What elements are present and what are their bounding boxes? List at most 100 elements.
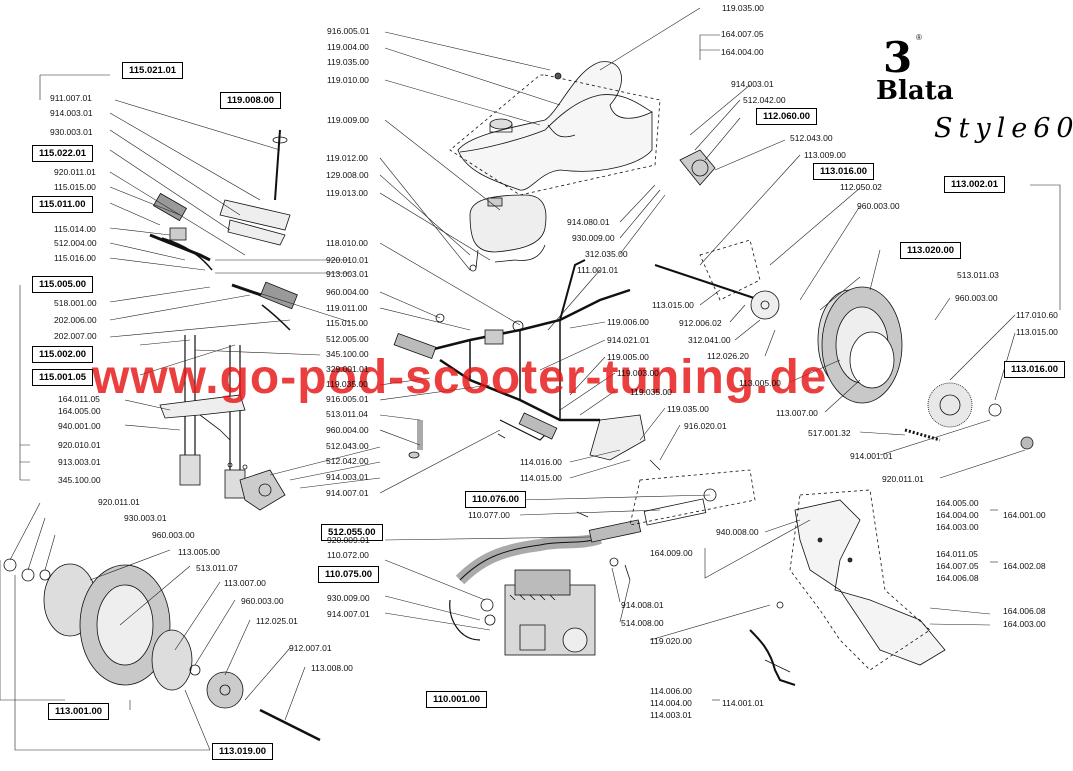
part-label: 920.011.01 xyxy=(54,167,96,177)
part-label: 513.011.03 xyxy=(957,270,999,280)
part-label: 914.021.01 xyxy=(607,335,650,345)
part-label-box: 110.001.00 xyxy=(426,691,488,708)
part-label: 119.003.00 xyxy=(617,368,659,378)
part-label: 113.015.00 xyxy=(652,300,694,310)
part-label-box: 112.060.00 xyxy=(756,108,818,125)
part-label: 115.015.00 xyxy=(326,318,368,328)
part-label: 912.006.02 xyxy=(679,318,722,328)
part-label: 512.042.00 xyxy=(326,456,369,466)
brake-caliper-drawing xyxy=(239,469,286,511)
part-label: 164.006.08 xyxy=(936,573,979,583)
part-label: 164.005.00 xyxy=(936,498,979,508)
part-label: 119.020.00 xyxy=(650,636,692,646)
part-label: 940.008.00 xyxy=(716,527,759,537)
fuel-tank-drawing xyxy=(469,194,547,272)
part-label: 119.005.00 xyxy=(607,352,649,362)
part-label: 164.004.00 xyxy=(721,47,764,57)
part-label: 960.003.00 xyxy=(241,596,284,606)
part-label: 911.007.01 xyxy=(50,93,92,103)
part-label: 164.011.05 xyxy=(936,549,978,559)
part-label: 920.011.01 xyxy=(882,474,924,484)
part-label-box: 113.019.00 xyxy=(212,743,274,760)
frame-drawing xyxy=(393,259,646,461)
part-label: 920.010.01 xyxy=(58,440,101,450)
part-label: 110.072.00 xyxy=(327,550,369,560)
part-label: 512.043.00 xyxy=(326,441,369,451)
part-label: 513.011.07 xyxy=(196,563,238,573)
part-label-box: 113.002.01 xyxy=(944,176,1006,193)
exhaust-drawing xyxy=(449,469,756,641)
swingarm-drawing xyxy=(654,149,780,320)
part-label: 916.005.01 xyxy=(327,26,370,36)
part-label: 164.003.00 xyxy=(936,522,979,532)
watermark-text: www.go-pod-scooter-tuning.de xyxy=(92,351,828,404)
part-label: 914.007.01 xyxy=(327,609,370,619)
part-label: 512.004.00 xyxy=(54,238,97,248)
part-label: 114.016.00 xyxy=(520,457,562,467)
part-label: 914.007.01 xyxy=(326,488,369,498)
part-label: 912.007.01 xyxy=(289,643,332,653)
part-label: 114.003.01 xyxy=(650,710,692,720)
part-label: 113.015.00 xyxy=(1016,327,1058,337)
part-label: 514.008.00 xyxy=(621,618,664,628)
part-label: 112.025.01 xyxy=(256,616,298,626)
part-label: 115.015.00 xyxy=(54,182,96,192)
part-label: 119.035.00 xyxy=(326,379,368,389)
part-label: 119.035.00 xyxy=(667,404,709,414)
brand-logo-mark: 3 xyxy=(883,33,913,82)
part-label-box: 113.001.00 xyxy=(48,703,110,720)
part-label: 329.001.01 xyxy=(326,364,369,374)
part-label-box: 115.021.01 xyxy=(122,62,184,79)
part-label: 512.043.00 xyxy=(790,133,833,143)
part-label-box: 115.001.05 xyxy=(32,369,94,386)
part-label: 113.007.00 xyxy=(224,578,266,588)
part-label: 916.020.01 xyxy=(684,421,727,431)
seat-drawing xyxy=(449,61,661,196)
part-label: 129.008.00 xyxy=(326,170,369,180)
part-label: 119.006.00 xyxy=(607,317,649,327)
part-label: 960.003.00 xyxy=(857,201,900,211)
part-label: 113.009.00 xyxy=(804,150,846,160)
part-label: 512.042.00 xyxy=(743,95,786,105)
part-label: 117.010.60 xyxy=(1016,310,1058,320)
part-label: 164.001.00 xyxy=(1003,510,1046,520)
fairing-drawing xyxy=(789,489,946,671)
part-label: 920.011.01 xyxy=(98,497,140,507)
part-label: 517.001.32 xyxy=(808,428,851,438)
part-label: 513.011.04 xyxy=(326,409,368,419)
part-label: 164.004.00 xyxy=(936,510,979,520)
part-label: 113.005.00 xyxy=(739,378,781,388)
part-label: 164.005.00 xyxy=(58,406,101,416)
part-label-box: 512.055.00 xyxy=(321,524,383,541)
part-label: 164.007.05 xyxy=(936,561,979,571)
brand-name: Blata xyxy=(876,76,954,106)
part-label: 960.004.00 xyxy=(326,287,369,297)
part-label: 164.002.08 xyxy=(1003,561,1046,571)
part-label: 512.005.00 xyxy=(326,334,369,344)
part-label-box: 113.016.00 xyxy=(1004,361,1066,378)
part-label: 920.009.01 xyxy=(327,535,370,545)
part-label-box: 119.008.00 xyxy=(220,92,282,109)
part-label: 112.050.02 xyxy=(840,182,882,192)
part-label: 930.009.00 xyxy=(327,593,370,603)
part-label: 345.100.00 xyxy=(326,349,369,359)
part-label-box: 115.005.00 xyxy=(32,276,94,293)
part-label: 113.007.00 xyxy=(776,408,818,418)
part-label: 119.013.00 xyxy=(326,188,368,198)
footrest-drawing xyxy=(749,601,796,686)
part-label: 119.012.00 xyxy=(326,153,368,163)
part-label: 312.035.00 xyxy=(585,249,628,259)
part-label: 960.003.00 xyxy=(152,530,195,540)
part-label: 114.004.00 xyxy=(650,698,692,708)
part-label: 202.006.00 xyxy=(54,315,97,325)
part-label: 119.004.00 xyxy=(327,42,369,52)
part-label: 164.011.05 xyxy=(58,394,100,404)
part-label: 913.003.01 xyxy=(58,457,101,467)
part-label-box: 110.076.00 xyxy=(465,491,527,508)
part-label-box: 113.020.00 xyxy=(900,242,962,259)
part-label: 960.003.00 xyxy=(955,293,998,303)
part-label-box: 115.011.00 xyxy=(32,196,93,213)
part-label: 345.100.00 xyxy=(58,475,101,485)
rear-wheel-drawing xyxy=(817,286,1034,450)
